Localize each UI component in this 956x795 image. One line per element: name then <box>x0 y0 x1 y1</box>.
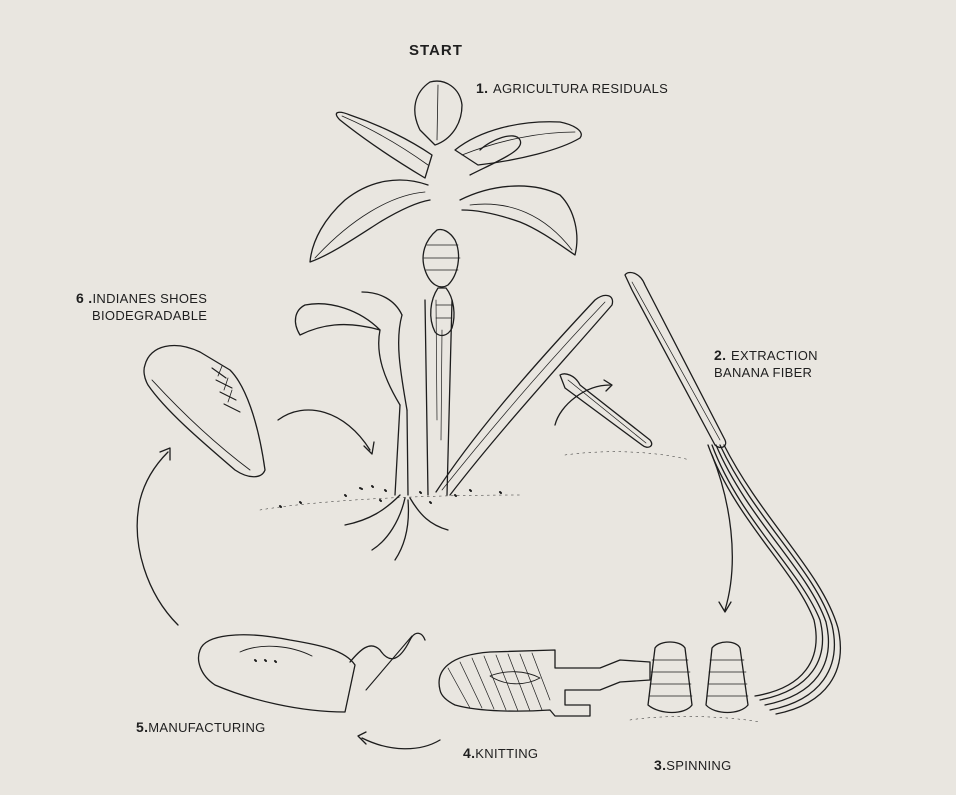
step-1-number: 1. <box>476 80 489 96</box>
step-1-label: 1. AGRICULTURA RESIDUALS <box>476 80 668 98</box>
step-6-number: 6 . <box>76 290 93 306</box>
shoe-sewing-icon <box>197 632 426 713</box>
banana-stem-icon <box>554 271 727 461</box>
step-4-number: 4. <box>463 745 476 761</box>
step-6-text: INDIANES SHOES <box>92 291 208 306</box>
step-6-text-line2: BIODEGRADABLE <box>92 308 208 323</box>
yarn-spools-icon <box>629 641 761 723</box>
finished-shoe-icon <box>143 344 266 478</box>
step-1-text: AGRICULTURA RESIDUALS <box>493 81 669 96</box>
step-3-text: SPINNING <box>666 758 732 773</box>
step-3-label: 3.SPINNING <box>654 757 732 775</box>
fiber-strands-icon <box>707 444 842 715</box>
step-5-label: 5.MANUFACTURING <box>136 719 266 737</box>
step-6-label: 6 .INDIANES SHOES BIODEGRADABLE <box>76 290 207 323</box>
start-label: START <box>409 42 463 59</box>
step-3-number: 3. <box>654 757 667 773</box>
step-2-text-line2: BANANA FIBER <box>714 365 813 380</box>
step-2-text: EXTRACTION <box>731 348 818 363</box>
step-2-label: 2. EXTRACTION BANANA FIBER <box>714 347 818 380</box>
step-2-number: 2. <box>714 347 727 363</box>
step-5-number: 5. <box>136 719 149 735</box>
step-4-label: 4.KNITTING <box>463 745 538 763</box>
step-4-text: KNITTING <box>475 746 539 761</box>
knitted-upper-icon <box>438 649 651 717</box>
cycle-arrow-icon <box>136 409 441 750</box>
banana-plant-icon <box>259 80 614 561</box>
step-5-text: MANUFACTURING <box>148 720 266 735</box>
